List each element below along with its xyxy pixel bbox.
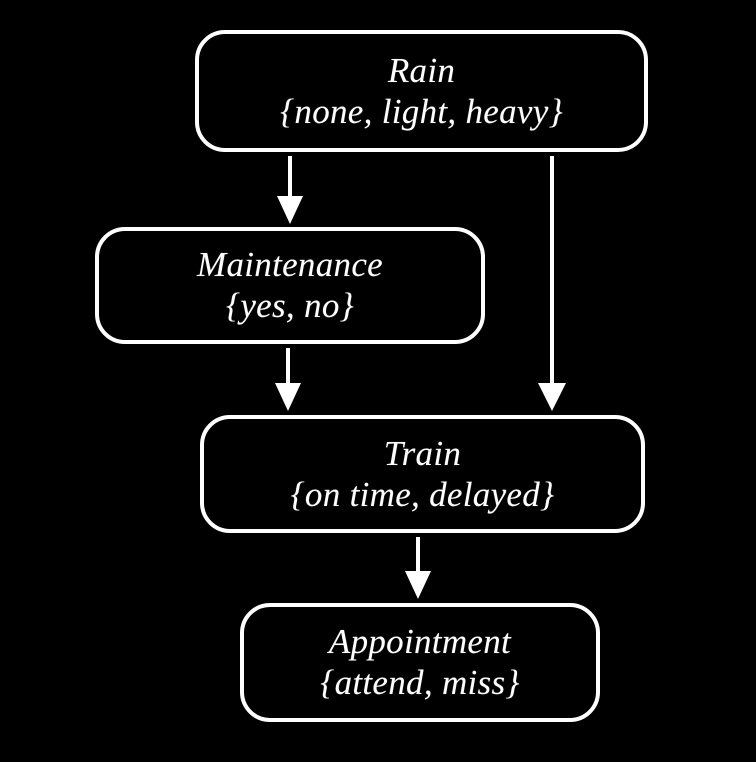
node-rain[interactable]: Rain {none, light, heavy} bbox=[195, 30, 648, 152]
edge-train-to-appointment bbox=[405, 537, 431, 599]
node-train-label: Train bbox=[383, 433, 462, 473]
node-maintenance[interactable]: Maintenance {yes, no} bbox=[95, 227, 485, 344]
node-maintenance-states: {yes, no} bbox=[226, 286, 354, 325]
node-rain-label: Rain bbox=[387, 50, 456, 90]
node-train-states: {on time, delayed} bbox=[290, 474, 555, 514]
edge-rain-to-maintenance bbox=[277, 156, 303, 224]
node-maintenance-label: Maintenance bbox=[196, 245, 383, 285]
edge-maintenance-to-train bbox=[275, 348, 301, 411]
node-appointment-label: Appointment bbox=[328, 622, 512, 662]
edge-rain-to-train bbox=[538, 156, 566, 411]
node-appointment-states: {attend, miss} bbox=[320, 663, 520, 702]
node-rain-states: {none, light, heavy} bbox=[280, 91, 563, 131]
node-train[interactable]: Train {on time, delayed} bbox=[200, 415, 645, 533]
node-appointment[interactable]: Appointment {attend, miss} bbox=[240, 603, 600, 722]
